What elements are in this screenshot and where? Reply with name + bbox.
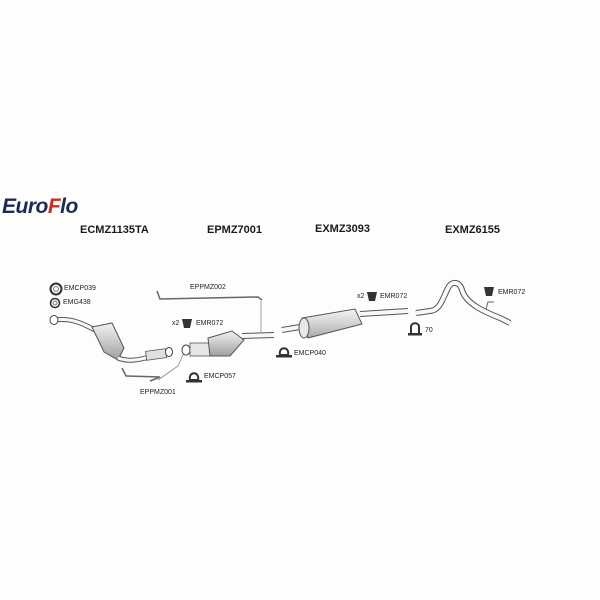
label-emcp057[interactable]: EMCP057 xyxy=(204,373,236,380)
part-title-middle-silencer[interactable]: EXMZ3093 xyxy=(315,223,371,235)
part-title-front-pipe[interactable]: EPMZ7001 xyxy=(207,224,263,236)
label-emr072[interactable]: EMR072 xyxy=(380,293,408,300)
catalytic-converter-front[interactable] xyxy=(49,315,173,363)
label-emcp040[interactable]: EMCP040 xyxy=(294,350,326,357)
middle-silencer[interactable] xyxy=(281,308,409,339)
u-clamp-icon[interactable] xyxy=(408,322,422,336)
rubber-mount-icon[interactable] xyxy=(182,319,192,328)
rubber-mount-icon[interactable] xyxy=(484,287,494,296)
part-title-tail-pipe[interactable]: EXMZ6155 xyxy=(445,224,501,236)
label-emcp039[interactable]: EMCP039 xyxy=(64,285,96,292)
label-emr072[interactable]: EMR072 xyxy=(196,320,224,327)
qty-label: x2 xyxy=(357,293,365,300)
label-u-clamp-70[interactable]: 70 xyxy=(425,327,433,334)
euroflo-logo: EuroFlo xyxy=(2,195,78,219)
logo-text-lo: lo xyxy=(60,195,78,218)
label-emg438[interactable]: EMG438 xyxy=(63,299,91,306)
gasket-icon[interactable] xyxy=(49,297,61,309)
label-emr072[interactable]: EMR072 xyxy=(498,289,526,296)
sensor-pipe-epppmz001[interactable] xyxy=(121,349,186,382)
tail-pipe[interactable] xyxy=(415,280,512,326)
clamp-icon[interactable] xyxy=(186,372,202,383)
label-epppmz001[interactable]: EPPMZ001 xyxy=(140,389,176,396)
clamp-icon[interactable] xyxy=(276,347,292,358)
sensor-pipe-epppmz002[interactable] xyxy=(156,290,263,332)
part-title-catalyst[interactable]: ECMZ1135TA xyxy=(80,224,149,236)
label-epppmz002[interactable]: EPPMZ002 xyxy=(190,284,226,291)
qty-label: x2 xyxy=(172,320,180,327)
logo-text-f: F xyxy=(47,195,61,218)
clamp-icon[interactable] xyxy=(49,282,63,296)
rubber-mount-icon[interactable] xyxy=(367,292,377,301)
front-pipe-catalyst[interactable] xyxy=(181,330,275,357)
logo-text-euro: Euro xyxy=(2,195,48,218)
